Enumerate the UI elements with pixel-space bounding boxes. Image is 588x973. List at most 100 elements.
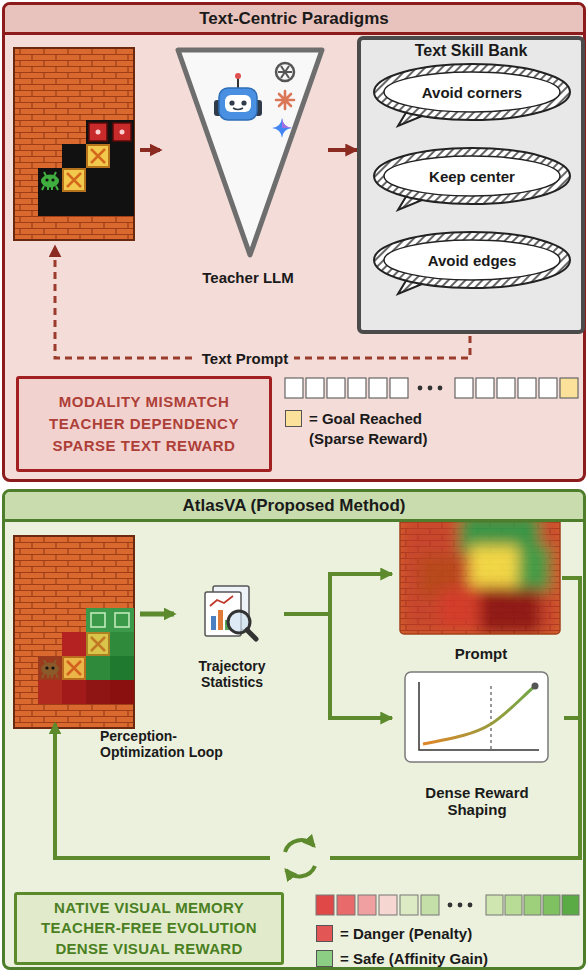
heatmap-grid <box>41 660 59 678</box>
node-content: Prompt <box>392 512 570 662</box>
flow-arrow <box>284 574 392 614</box>
sokoban-grid <box>62 144 134 168</box>
bubble-outline <box>374 64 570 120</box>
llm-icons <box>276 91 294 109</box>
llm-icons <box>272 118 292 138</box>
sokoban-grid <box>14 48 134 240</box>
advantage-text: DENSE VISUAL REWARD <box>55 939 242 959</box>
prompt-heatmap <box>440 588 480 628</box>
dense-reward-bar <box>448 903 453 908</box>
prompt-heatmap <box>400 516 560 634</box>
llm-icons <box>219 88 257 120</box>
dense-reward-bar <box>316 895 334 915</box>
advantage-text: NATIVE VISUAL MEMORY <box>54 898 244 918</box>
flow-arrow <box>284 614 392 718</box>
heatmap-grid <box>115 613 129 627</box>
node-content: Keep center <box>370 146 574 206</box>
heatmap-grid <box>62 632 86 656</box>
sokoban-grid <box>110 120 134 144</box>
legend-item: = Safe (Affinity Gain) <box>316 949 566 969</box>
legend-text: = Goal Reached (Sparse Reward) <box>309 409 445 448</box>
heatmap-grid <box>86 608 110 632</box>
sokoban-grid <box>86 120 110 144</box>
reward-chart <box>532 683 539 690</box>
heatmap-grid <box>62 656 86 680</box>
sokoban-grid <box>87 145 109 167</box>
dense-reward-bar <box>505 895 522 915</box>
sparse-reward-bar <box>476 378 494 398</box>
model-outline <box>178 50 322 255</box>
sparse-reward-bar <box>418 386 423 391</box>
flow-arrow <box>140 612 174 617</box>
heatmap-grid <box>87 633 109 655</box>
step-label: Trajectory Statistics <box>180 658 284 690</box>
skill-bank: Avoid cornersKeep centerAvoid edges Text … <box>357 36 585 334</box>
llm-icons <box>276 63 294 81</box>
sparse-reward-bar <box>438 386 443 391</box>
sparse-reward-bar <box>390 378 408 398</box>
legend-swatch <box>285 410 302 427</box>
heatmap-grid <box>86 680 110 704</box>
prompt-heatmap <box>470 546 518 586</box>
loop-line <box>55 724 270 858</box>
dense-reward-bar <box>379 895 397 915</box>
legend-text: = Danger (Penalty) <box>340 924 472 944</box>
limitation-box: MODALITY MISMATCHTEACHER DEPENDENCYSPARS… <box>16 376 272 472</box>
llm-icons <box>233 108 243 110</box>
dense-reward-bar <box>458 903 463 908</box>
node-content: NATIVE VISUAL MEMORYTEACHER-FREE EVOLUTI… <box>17 895 281 962</box>
advantage-box: NATIVE VISUAL MEMORYTEACHER-FREE EVOLUTI… <box>14 892 284 965</box>
heatmap-grid <box>86 632 110 656</box>
speech-bubble: Keep center <box>370 146 574 212</box>
prompt-heatmap <box>400 516 560 634</box>
llm-icons <box>237 78 239 88</box>
loop-line <box>285 840 314 852</box>
llm-icons <box>276 91 294 109</box>
legend-swatch <box>316 950 333 967</box>
sparse-reward-bar <box>518 378 536 398</box>
panel-title: AtlasVA (Proposed Method) <box>183 496 406 516</box>
heatmap-grid <box>38 656 62 680</box>
dense-reward-bar <box>421 895 439 915</box>
llm-icons <box>241 100 246 105</box>
panel: Trajectory Statistics PromptDense Reward … <box>2 489 586 970</box>
sokoban-grid <box>41 172 59 190</box>
model-icon-box: Teacher LLM <box>168 38 328 288</box>
llm-icons <box>276 63 294 81</box>
skill-text: Keep center <box>429 168 515 185</box>
prompt-heatmap: Prompt <box>392 512 570 662</box>
heatmap-grid <box>62 680 86 704</box>
reward-chart <box>405 672 548 762</box>
llm-icons <box>229 100 234 105</box>
prompt-heatmap <box>480 588 540 633</box>
node-content: Avoid edges <box>370 230 574 290</box>
node-content: MODALITY MISMATCHTEACHER DEPENDENCYSPARS… <box>19 379 269 469</box>
panel-title: Text-Centric Paradigms <box>199 9 389 29</box>
bubble-outline <box>374 148 570 204</box>
reward-chart <box>490 686 491 750</box>
sparse-reward-bar <box>327 378 345 398</box>
node-content: Teacher LLM <box>168 38 328 288</box>
sokoban-grid <box>14 48 134 240</box>
llm-icons <box>278 66 292 78</box>
sparse-reward-bar <box>306 378 324 398</box>
loop-line <box>564 716 580 720</box>
heatmap-grid <box>110 656 134 680</box>
reward-chart <box>405 672 548 762</box>
statistics-icon <box>218 610 223 630</box>
dense-reward-bar <box>524 895 541 915</box>
llm-icons <box>235 73 241 79</box>
dense-reward-bar <box>486 895 503 915</box>
speech-bubble: Avoid corners <box>370 62 574 128</box>
llm-icons <box>272 118 292 138</box>
statistics-icon <box>210 596 233 606</box>
reward-chart <box>423 686 535 744</box>
model-outline <box>168 38 328 288</box>
sparse-reward-bar <box>428 386 433 391</box>
sokoban-grid <box>38 168 134 216</box>
sokoban-grid <box>63 169 85 191</box>
bank-title: Text Skill Bank <box>415 42 528 60</box>
step-label: Dense Reward Shaping <box>412 784 542 818</box>
sparse-reward-bar <box>348 378 366 398</box>
